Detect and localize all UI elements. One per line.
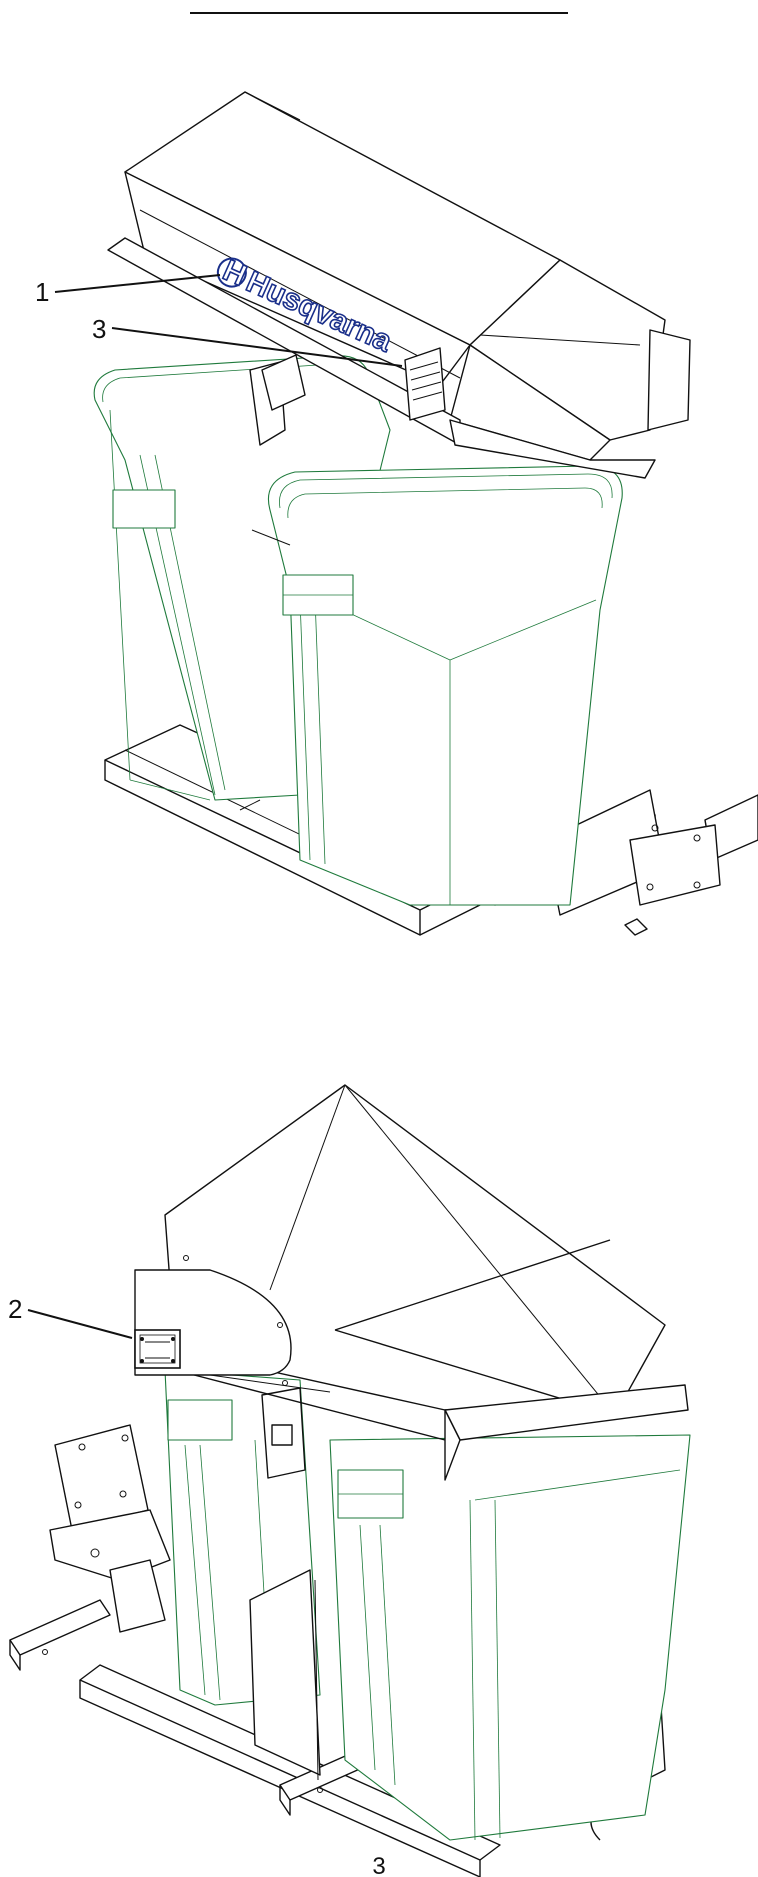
right-bin-bottom bbox=[329, 1434, 691, 1841]
top-illustration: H Husqvarna 1 3 bbox=[35, 91, 758, 936]
callout-1: 1 bbox=[35, 274, 221, 307]
bottom-illustration: 2 bbox=[8, 1084, 691, 1877]
page-number: 3 bbox=[372, 1853, 385, 1877]
callout-2-label: 2 bbox=[8, 1294, 22, 1324]
callout-2: 2 bbox=[8, 1294, 133, 1339]
right-bin-top bbox=[268, 465, 623, 906]
callout-3-label: 3 bbox=[92, 314, 106, 344]
center-latch-bottom bbox=[249, 1387, 321, 1781]
callout-1-label: 1 bbox=[35, 277, 49, 307]
hitch-plate-bottom bbox=[49, 1424, 171, 1633]
hood-bottom bbox=[134, 1084, 689, 1481]
latch-bracket-top bbox=[249, 354, 306, 546]
hood-top bbox=[107, 91, 691, 479]
callout-3: 3 bbox=[92, 314, 403, 367]
warning-decal-top bbox=[404, 347, 446, 421]
